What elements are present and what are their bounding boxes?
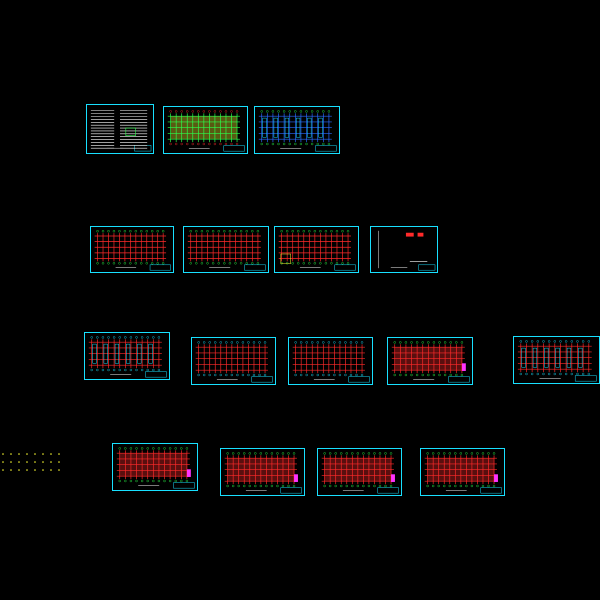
sheet-drawing (424, 452, 502, 494)
sheet-drawing (94, 230, 171, 271)
sheet-drawing (167, 110, 245, 152)
dot-pattern (2, 453, 60, 471)
drawing-sheet-beam-plan-cyan[interactable] (84, 332, 170, 380)
drawing-sheet-slab-plan-red[interactable] (387, 337, 473, 385)
drawing-sheet-notes[interactable] (86, 104, 154, 154)
drawing-sheet-slab-plan-red[interactable] (112, 443, 198, 491)
sheet-drawing (292, 341, 370, 383)
sheet-drawing (278, 230, 356, 271)
drawing-sheet-beam-plan-cyan[interactable] (513, 336, 600, 384)
sheet-drawing (224, 452, 302, 494)
sheet-drawing (90, 110, 152, 152)
sheet-drawing (116, 447, 195, 489)
drawing-sheet-beam-plan[interactable] (191, 337, 276, 385)
sheet-drawing (321, 452, 399, 494)
drawing-sheet-foundation-plan[interactable] (163, 106, 248, 154)
drawing-sheet-slab-plan-red[interactable] (420, 448, 505, 496)
sheet-drawing (195, 341, 273, 383)
drawing-sheet-slab-plan-red[interactable] (220, 448, 305, 496)
drawing-sheet-foundation-plan-blue[interactable] (254, 106, 340, 154)
sheet-drawing (258, 110, 337, 152)
drawing-sheet-column-plan[interactable] (90, 226, 174, 273)
drawing-sheet-slab-plan-red[interactable] (317, 448, 402, 496)
sheet-drawing (391, 341, 470, 383)
drawing-sheet-column-plan[interactable] (183, 226, 269, 273)
drawing-sheet-title-detail[interactable] (370, 226, 438, 273)
sheet-drawing (517, 340, 597, 382)
drawing-sheet-beam-plan[interactable] (288, 337, 373, 385)
drawing-sheet-column-plan-detail[interactable] (274, 226, 359, 273)
sheet-drawing (88, 336, 167, 378)
sheet-drawing (378, 230, 436, 271)
sheet-drawing (187, 230, 266, 271)
